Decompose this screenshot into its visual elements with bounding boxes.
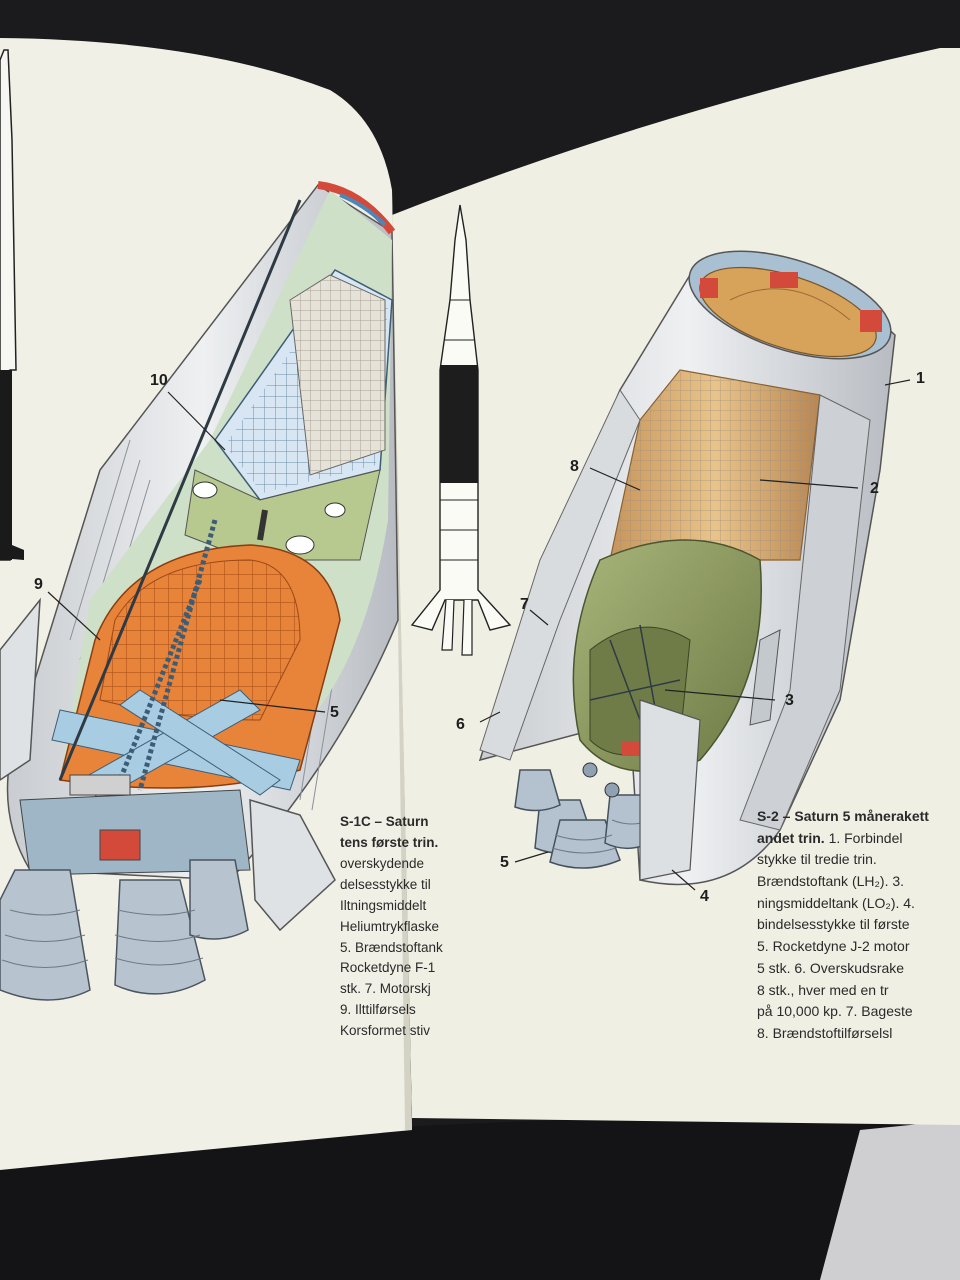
left-caption: S-1C – Saturn tens første trin. overskyd… (340, 812, 443, 1042)
right-caption-line: 5 stk. 6. Overskudsrake (757, 959, 905, 976)
left-caption-title: S-1C – Saturn (340, 814, 429, 829)
right-callout-8: 8 (570, 458, 579, 475)
right-caption-title-2b: 1. Forbindel (828, 829, 903, 846)
left-caption-line: Rocketdyne F-1 (340, 960, 436, 976)
right-callout-2: 2 (870, 480, 879, 497)
left-caption-line: stk. 7. Motorskj (340, 981, 431, 997)
left-caption-line: overskydende (340, 855, 425, 871)
left-caption-line: Korsformet stiv (340, 1023, 431, 1039)
saturn-outline-right (410, 204, 512, 656)
right-callout-1: 1 (916, 370, 925, 387)
s2-cutaway-illustration (478, 250, 896, 886)
left-callout-5: 5 (330, 704, 339, 721)
right-caption-title-2: andet trin. (757, 829, 825, 846)
right-caption-line: 5. Rocketdyne J-2 motor (757, 938, 910, 955)
right-caption-line: Brændstoftank (LH₂). 3. (757, 873, 905, 890)
saturn-silhouette-left (0, 49, 24, 561)
right-caption: S-2 – Saturn 5 månerakett andet trin. 1.… (757, 806, 960, 1045)
right-caption-line: bindelsesstykke til første (757, 916, 910, 933)
right-leader-lines (479, 379, 911, 891)
left-leader-lines (47, 391, 326, 713)
left-callout-9: 9 (34, 576, 43, 593)
right-callout-3: 3 (785, 692, 794, 709)
right-caption-line: ningsmiddeltank (LO₂). 4. (757, 894, 915, 911)
left-caption-line: delsesstykke til (340, 876, 431, 892)
left-caption-line: Iltningsmiddelt (340, 897, 427, 913)
right-caption-line: 8. Brændstoftilførselsl (757, 1024, 893, 1041)
right-caption-title: S-2 – Saturn 5 månerakett (757, 808, 929, 824)
left-caption-title-2: tens første trin. (340, 834, 439, 850)
left-caption-line: 9. Ilttilførsels (340, 1002, 416, 1018)
right-caption-line: stykke til tredie trin. (757, 851, 877, 868)
s1c-cutaway-illustration (0, 181, 399, 1001)
right-caption-line: på 10,000 kp. 7. Bageste (757, 1003, 913, 1020)
right-caption-line: 8 stk., hver med en tr (757, 981, 889, 998)
right-callout-7: 7 (520, 596, 529, 613)
left-caption-line: 5. Brændstoftank (340, 939, 443, 955)
right-callout-4: 4 (700, 888, 709, 905)
left-callout-10: 10 (150, 372, 168, 389)
left-caption-line: Heliumtrykflaske (340, 918, 440, 934)
right-callout-6: 6 (456, 716, 465, 733)
right-callout-5: 5 (500, 854, 509, 871)
